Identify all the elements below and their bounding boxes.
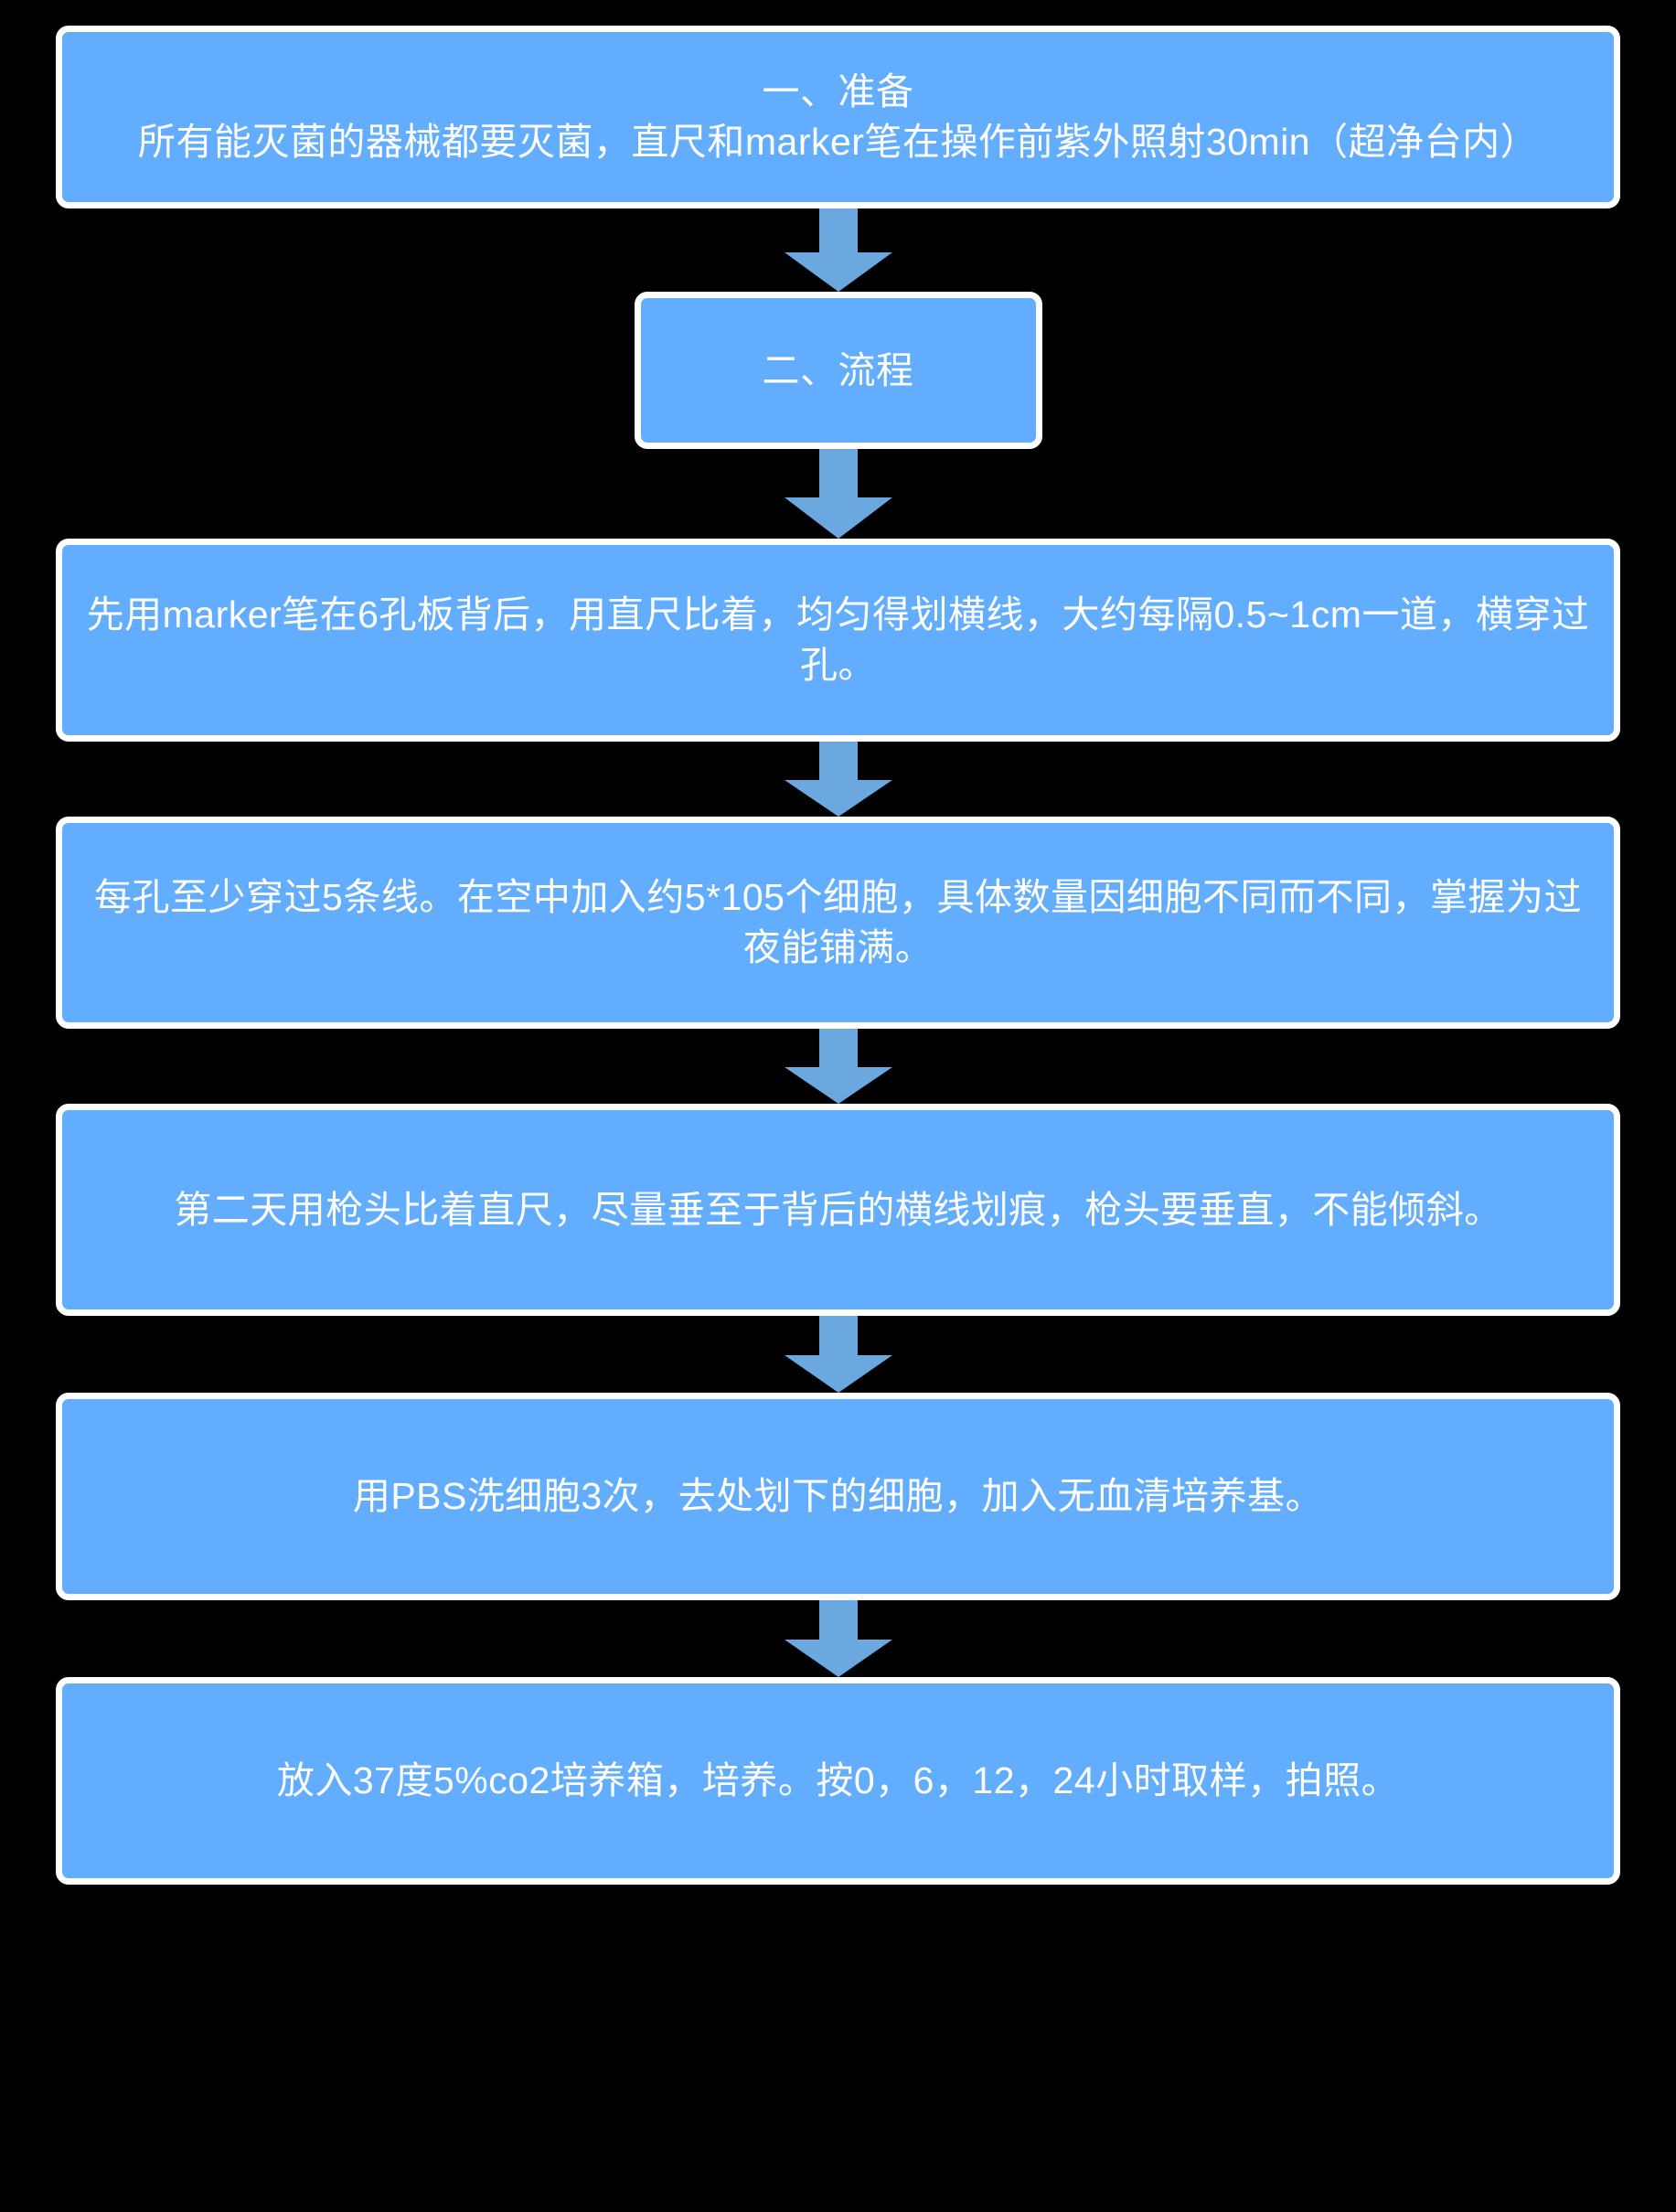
down-arrow-icon bbox=[784, 208, 892, 292]
flow-node-step4[interactable]: 用PBS洗细胞3次，去处划下的细胞，加入无血清培养基。 bbox=[56, 1393, 1620, 1600]
down-arrow-icon bbox=[784, 742, 892, 817]
flow-node-process[interactable]: 二、流程 bbox=[634, 292, 1042, 449]
flow-node-prepare[interactable]: 一、准备 所有能灭菌的器械都要灭菌，直尺和marker笔在操作前紫外照射30mi… bbox=[56, 26, 1620, 208]
flow-node-step4-label: 用PBS洗细胞3次，去处划下的细胞，加入无血清培养基。 bbox=[352, 1475, 1324, 1518]
down-arrow-icon bbox=[784, 1316, 892, 1393]
flow-node-step3[interactable]: 第二天用枪头比着直尺，尽量垂至于背后的横线划痕，枪头要垂直，不能倾斜。 bbox=[56, 1104, 1620, 1316]
flow-node-step2-label: 每孔至少穿过5条线。在空中加入约5*105个细胞，具体数量因细胞不同而不同，掌握… bbox=[94, 876, 1582, 968]
down-arrow-icon bbox=[784, 449, 892, 539]
flow-node-step5-label: 放入37度5%co2培养箱，培养。按0，6，12，24小时取样，拍照。 bbox=[276, 1759, 1400, 1802]
flow-node-prepare-label: 一、准备 所有能灭菌的器械都要灭菌，直尺和marker笔在操作前紫外照射30mi… bbox=[137, 70, 1539, 163]
flow-node-step2[interactable]: 每孔至少穿过5条线。在空中加入约5*105个细胞，具体数量因细胞不同而不同，掌握… bbox=[56, 817, 1620, 1029]
flow-node-step1[interactable]: 先用marker笔在6孔板背后，用直尺比着，均匀得划横线，大约每隔0.5~1cm… bbox=[56, 539, 1620, 742]
down-arrow-icon bbox=[784, 1600, 892, 1677]
down-arrow-icon bbox=[784, 1029, 892, 1104]
flow-node-process-label: 二、流程 bbox=[762, 348, 914, 391]
flow-node-step3-label: 第二天用枪头比着直尺，尽量垂至于背后的横线划痕，枪头要垂直，不能倾斜。 bbox=[174, 1188, 1502, 1231]
flow-node-step5[interactable]: 放入37度5%co2培养箱，培养。按0，6，12，24小时取样，拍照。 bbox=[56, 1677, 1620, 1885]
flow-node-step1-label: 先用marker笔在6孔板背后，用直尺比着，均匀得划横线，大约每隔0.5~1cm… bbox=[86, 593, 1590, 686]
